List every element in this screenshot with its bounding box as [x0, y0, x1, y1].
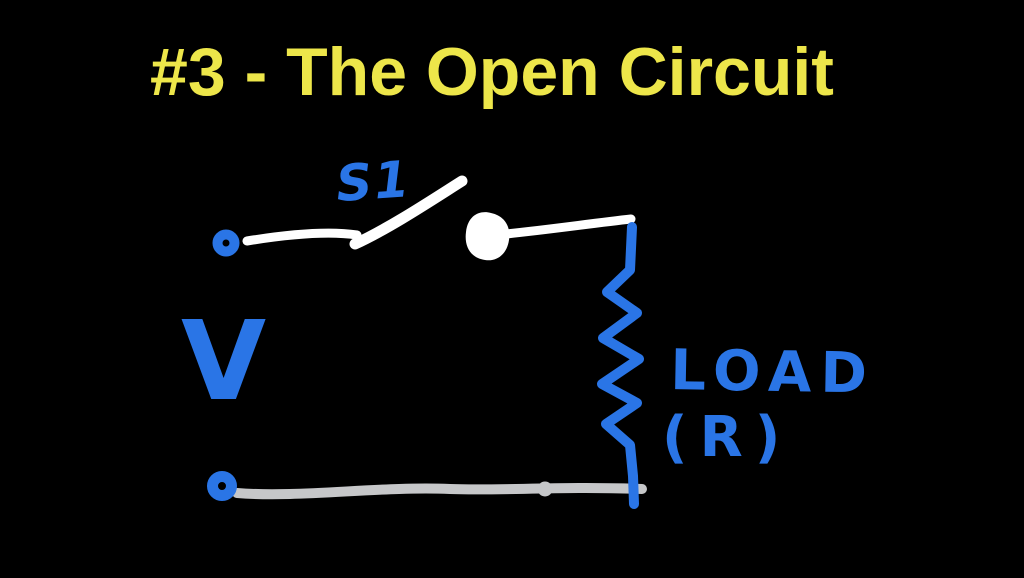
wire-top-left: [242, 228, 362, 246]
terminal-bottom-left: [207, 471, 237, 501]
wire-bottom-bump: [537, 481, 553, 497]
wire-top-right: [501, 214, 636, 239]
switch-label: S1: [334, 150, 413, 213]
switch-contact-blob: [465, 212, 510, 261]
load-resistance-label: (R): [662, 405, 792, 470]
terminal-top-left: [212, 229, 240, 257]
slide-title: #3 - The Open Circuit: [150, 34, 834, 110]
source-voltage-label: V: [181, 297, 266, 425]
resistor-zigzag: [597, 222, 644, 509]
switch-lever: [349, 175, 468, 250]
wire-bottom: [232, 483, 647, 500]
load-label: LOAD: [670, 338, 877, 407]
